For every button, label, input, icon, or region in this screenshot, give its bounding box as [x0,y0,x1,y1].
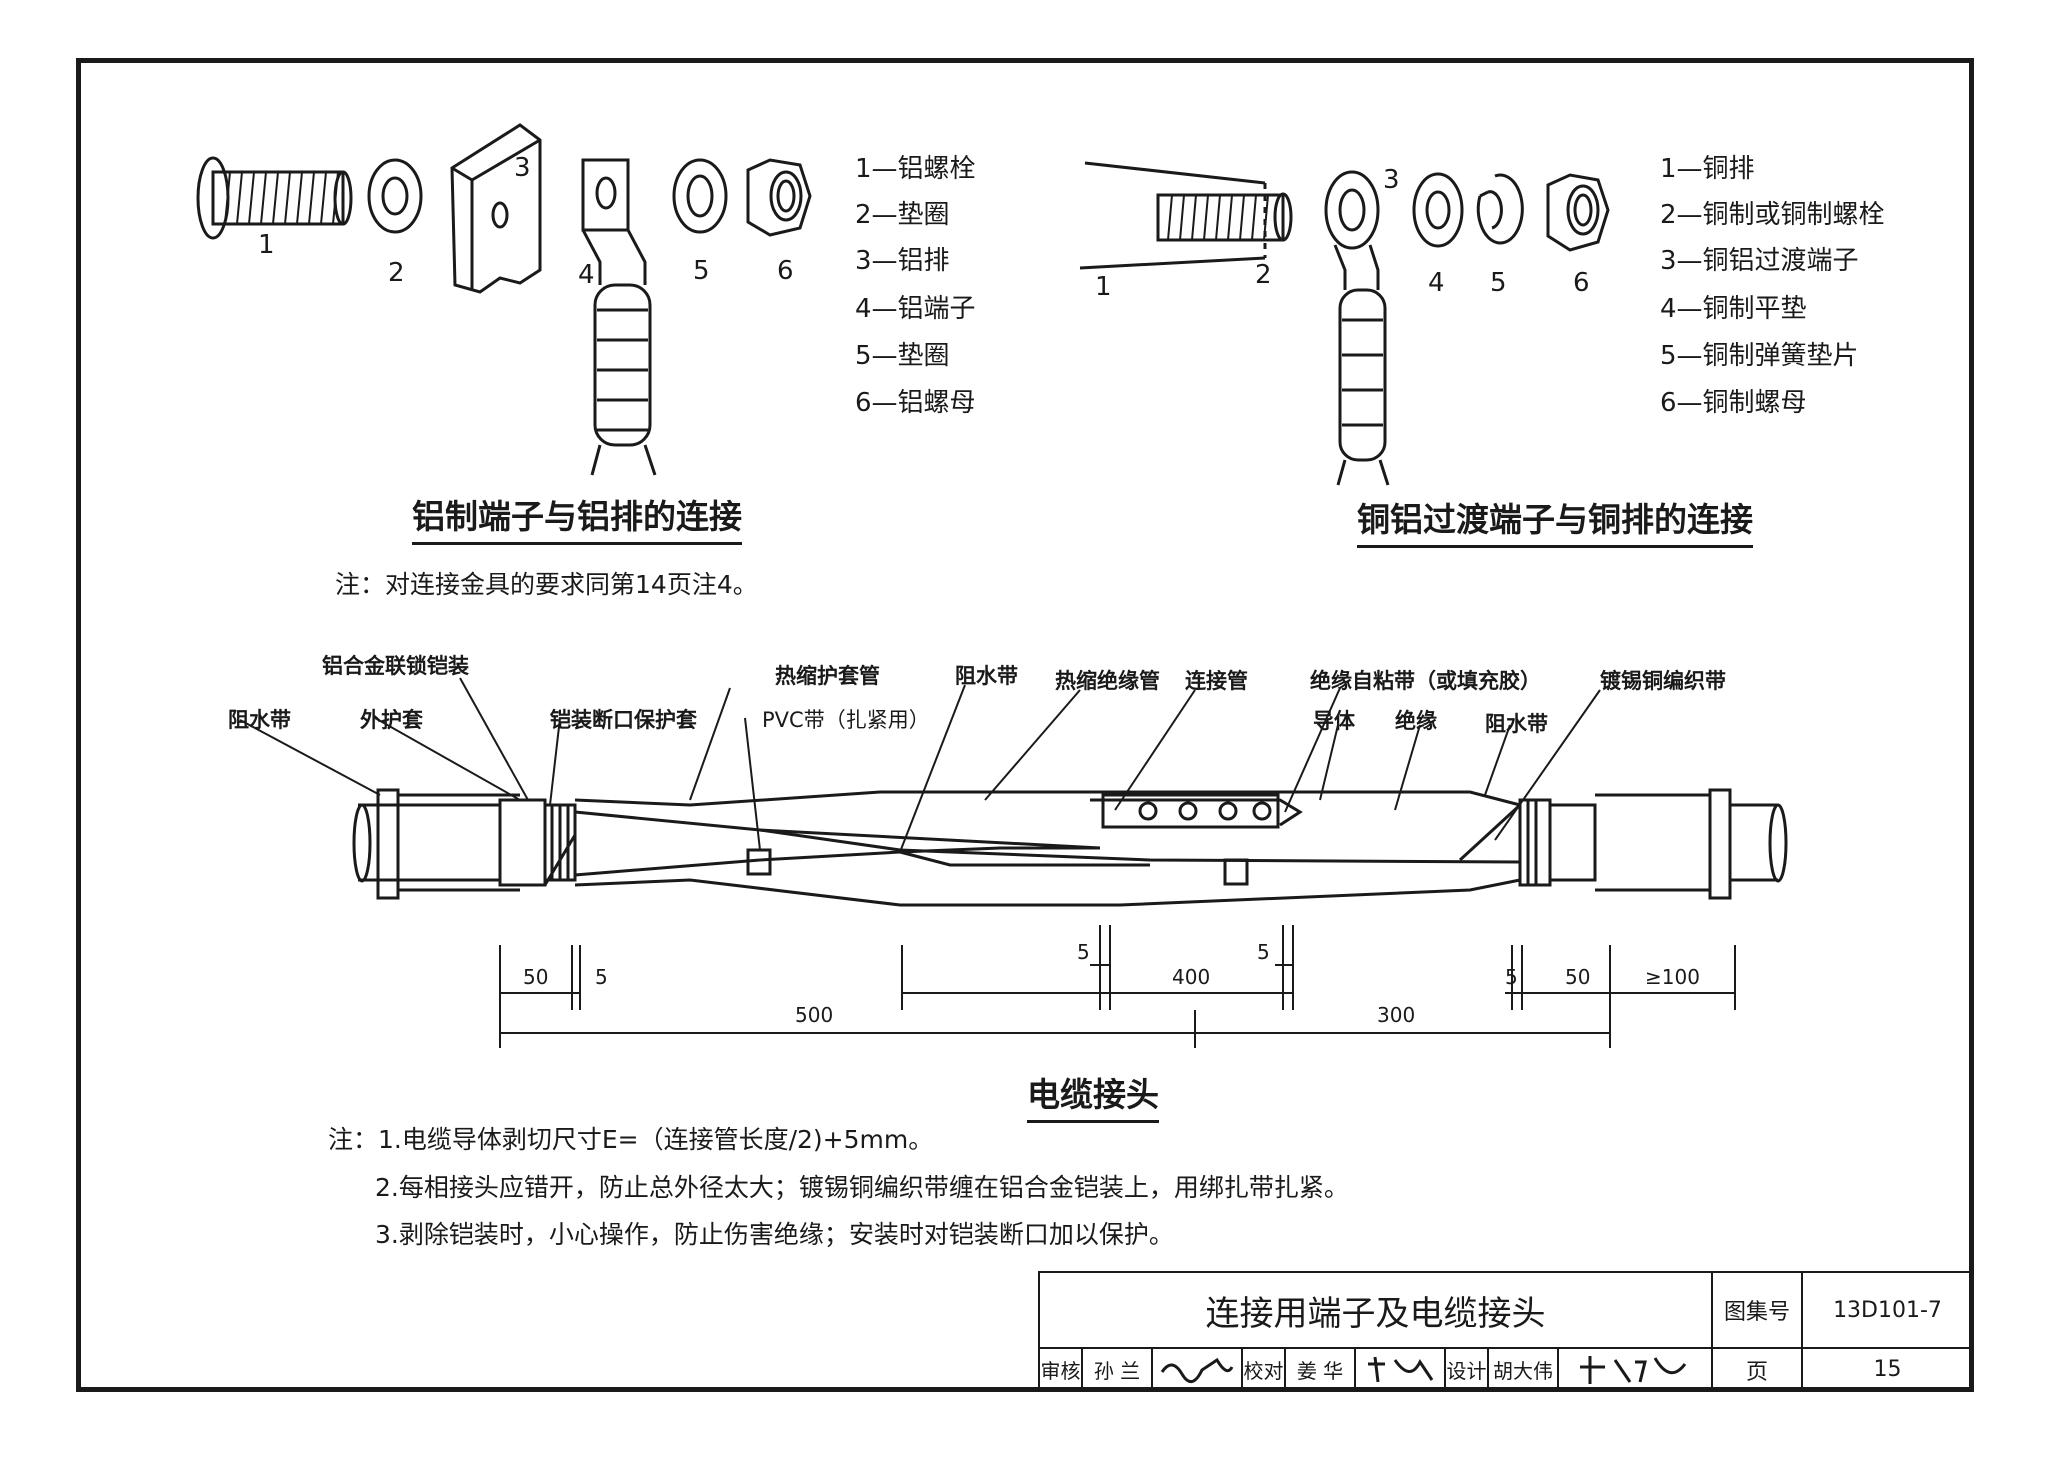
legend-left-1: 1—铝螺栓 [855,154,976,184]
label-heat-shrink-sheath: 热缩护套管 [775,664,880,688]
legend-right-5: 5—铜制弹簧垫片 [1660,341,1859,371]
review-label: 审核 [1038,1347,1083,1392]
dim-5-mid1: 5 [1077,940,1090,964]
copper-flat-washer [1412,172,1464,248]
label-conductor: 导体 [1313,709,1355,733]
label-armor: 铝合金联锁铠装 [322,654,469,678]
legend-right-3: 3—铜铝过渡端子 [1660,246,1859,276]
atlas-label: 图集号 [1711,1271,1803,1349]
legend-left-3: 3—铝排 [855,246,950,276]
part-number-6: 6 [777,256,794,286]
drawing-title: 连接用端子及电缆接头 [1038,1271,1713,1349]
leader-lines [239,677,1601,853]
label-pvc-tape: PVC带（扎紧用） [762,708,930,732]
aluminum-bolt [196,156,353,240]
copper-spring-washer [1476,173,1524,245]
cable-joint-drawing [352,788,1788,907]
label-heat-shrink-insul: 热缩绝缘管 [1055,669,1160,693]
label-water-block-left: 阻水带 [228,708,291,732]
label-connector-tube: 连接管 [1185,669,1248,693]
legend-left-6: 6—铝螺母 [855,388,976,418]
part-number-r1: 1 [1095,272,1112,302]
dim-300: 300 [1377,1003,1416,1027]
aluminum-busbar [450,123,542,294]
copper-bolt [1156,192,1293,242]
dim-50-right: 50 [1565,965,1591,989]
title-block: 连接用端子及电缆接头 图集号 13D101-7 审核 孙 兰 校对 姜 华 设计… [1038,1271,1974,1392]
atlas-number: 13D101-7 [1801,1271,1974,1349]
legend-left-5: 5—垫圈 [855,341,950,371]
checker-name: 姜 华 [1284,1347,1356,1392]
dim-400: 400 [1172,965,1211,989]
note-top: 注：对连接金具的要求同第14页注4。 [335,570,758,599]
label-armor-cut-protect: 铠装断口保护套 [550,708,697,732]
transition-lug [1324,170,1390,486]
left-figure-title: 铝制端子与铝排的连接 [412,490,742,545]
dim-5-right: 5 [1505,965,1518,989]
designer-name: 胡大伟 [1487,1347,1559,1392]
dimension-lines [499,925,1736,1048]
legend-left-2: 2—垫圈 [855,200,950,230]
legend-right-1: 1—铜排 [1660,154,1755,184]
drawing-frame [76,58,1974,1392]
dim-100: ≥100 [1645,965,1700,989]
legend-left-4: 4—铝端子 [855,294,976,324]
part-number-3: 3 [514,153,531,183]
label-tinned-braid: 镀锡铜编织带 [1600,669,1726,693]
dim-500: 500 [795,1003,834,1027]
legend-right-6: 6—铜制螺母 [1660,388,1807,418]
legend-right-2: 2—铜制或铜制螺栓 [1660,200,1885,230]
right-figure-title: 铜铝过渡端子与铜排的连接 [1357,493,1753,548]
aluminum-lug [581,158,657,476]
label-water-block-mid: 阻水带 [955,664,1018,688]
dim-5-left: 5 [595,965,608,989]
part-number-r6: 6 [1573,268,1590,298]
joint-title: 电缆接头 [1027,1068,1159,1123]
part-number-r5: 5 [1490,268,1507,298]
reviewer-signature [1151,1347,1243,1392]
part-number-r3: 3 [1383,165,1400,195]
label-insulation: 绝缘 [1395,709,1437,733]
washer-2 [367,158,423,234]
dim-5-mid2: 5 [1257,940,1270,964]
note-bottom-3: 3.剥除铠装时，小心操作，防止伤害绝缘；安装时对铠装断口加以保护。 [375,1220,1174,1249]
part-number-1: 1 [258,230,275,260]
reviewer-name: 孙 兰 [1081,1347,1153,1392]
copper-nut [1546,173,1610,252]
page-label: 页 [1711,1347,1803,1392]
part-number-5: 5 [693,256,710,286]
part-number-r2: 2 [1255,260,1272,290]
part-number-4: 4 [578,260,595,290]
part-number-2: 2 [388,258,405,288]
design-label: 设计 [1444,1347,1489,1392]
note-bottom-1: 注：1.电缆导体剥切尺寸E=（连接管长度/2)+5mm。 [328,1125,934,1154]
dim-50-left: 50 [523,965,549,989]
copper-busbar-lines [1079,161,1267,270]
page-number: 15 [1801,1347,1974,1392]
aluminum-nut [746,158,812,237]
legend-right-4: 4—铜制平垫 [1660,294,1807,324]
part-number-r4: 4 [1428,268,1445,298]
washer-5 [672,158,728,234]
label-water-block-right: 阻水带 [1485,712,1548,736]
label-insul-tape: 绝缘自粘带（或填充胶） [1310,669,1541,693]
note-bottom-2: 2.每相接头应错开，防止总外径太大；镀锡铜编织带缠在铝合金铠装上，用绑扎带扎紧。 [375,1173,1349,1202]
designer-signature [1557,1347,1713,1392]
label-outer-sheath: 外护套 [360,708,423,732]
check-label: 校对 [1241,1347,1286,1392]
checker-signature [1354,1347,1446,1392]
